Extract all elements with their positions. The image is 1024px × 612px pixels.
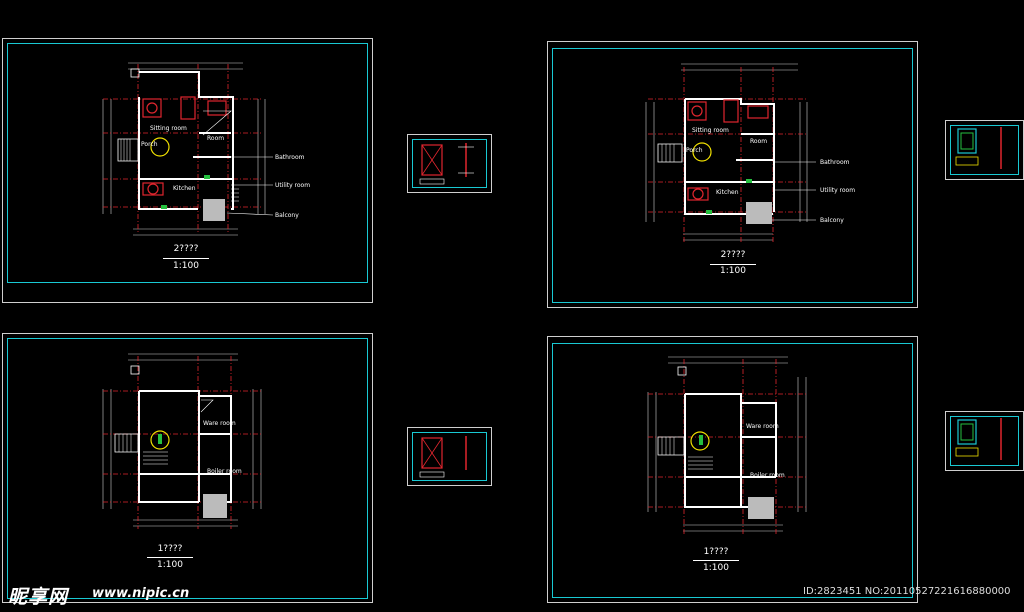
drawing-sheet-2[interactable]: Sitting room Room Porch Kitchen Bathroom…	[547, 41, 918, 308]
label-kitchen: Kitchen	[173, 185, 196, 192]
drawing-title: 2????	[720, 250, 746, 260]
label-porch: Porch	[686, 147, 703, 154]
drawing-title: 1????	[157, 544, 183, 554]
label-bathroom: Bathroom	[275, 154, 305, 161]
label-balcony: Balcony	[275, 212, 299, 219]
detail-drawing	[419, 143, 474, 185]
label-bathroom: Bathroom	[820, 159, 850, 166]
floor-plan-2f-a	[102, 62, 274, 236]
label-room: Room	[750, 138, 768, 145]
detail-thumbnail-2[interactable]	[945, 120, 1024, 180]
watermark-id: ID:2823451 NO:20110527221616880000	[803, 586, 1011, 597]
label-boiler-room: Boiler room	[750, 472, 785, 479]
drawing-title: 1????	[703, 547, 729, 557]
label-kitchen: Kitchen	[716, 189, 739, 196]
thumbnail-frame	[950, 416, 1019, 466]
sheet-frame	[552, 48, 913, 303]
floor-plan-2f-b	[645, 63, 816, 242]
label-sitting-room: Sitting room	[692, 127, 729, 134]
floor-plan-1f-b	[647, 356, 807, 535]
label-ware-room: Ware room	[203, 420, 236, 427]
title-underline	[163, 258, 209, 259]
thumbnail-frame	[412, 139, 487, 188]
sheet-frame	[552, 343, 913, 598]
label-boiler-room: Boiler room	[207, 468, 242, 475]
sheet-frame	[7, 43, 368, 283]
label-ware-room: Ware room	[746, 423, 779, 430]
title-underline	[710, 264, 756, 265]
title-underline	[147, 557, 193, 558]
floor-plan-1f-a	[102, 353, 262, 529]
detail-thumbnail-4[interactable]	[945, 411, 1024, 471]
detail-drawing	[955, 127, 1002, 169]
drawing-scale: 1:100	[703, 563, 729, 573]
label-room: Room	[207, 135, 225, 142]
watermark-logo: 昵享网	[8, 586, 69, 608]
label-sitting-room: Sitting room	[150, 125, 187, 132]
detail-drawing	[955, 418, 1002, 460]
drawing-sheet-1[interactable]: Sitting room Room Porch Kitchen Bathroom…	[2, 38, 373, 303]
drawing-sheet-3[interactable]: Ware room Boiler room 1???? 1:100	[2, 333, 373, 603]
drawing-title: 2????	[173, 244, 199, 254]
detail-drawing	[419, 436, 467, 478]
title-underline	[693, 560, 739, 561]
label-utility-room: Utility room	[275, 182, 311, 189]
thumbnail-frame	[412, 432, 487, 481]
watermark-url: www.nipic.cn	[92, 586, 190, 601]
drawing-scale: 1:100	[720, 266, 746, 276]
label-balcony: Balcony	[820, 217, 844, 224]
detail-thumbnail-1[interactable]	[407, 134, 492, 193]
drawing-sheet-4[interactable]: Ware room Boiler room 1???? 1:100	[547, 336, 918, 603]
thumbnail-frame	[950, 125, 1019, 175]
label-porch: Porch	[141, 141, 158, 148]
drawing-scale: 1:100	[157, 560, 183, 570]
drawing-scale: 1:100	[173, 261, 199, 271]
label-utility-room: Utility room	[820, 187, 856, 194]
sheet-frame	[7, 338, 368, 599]
detail-thumbnail-3[interactable]	[407, 427, 492, 486]
